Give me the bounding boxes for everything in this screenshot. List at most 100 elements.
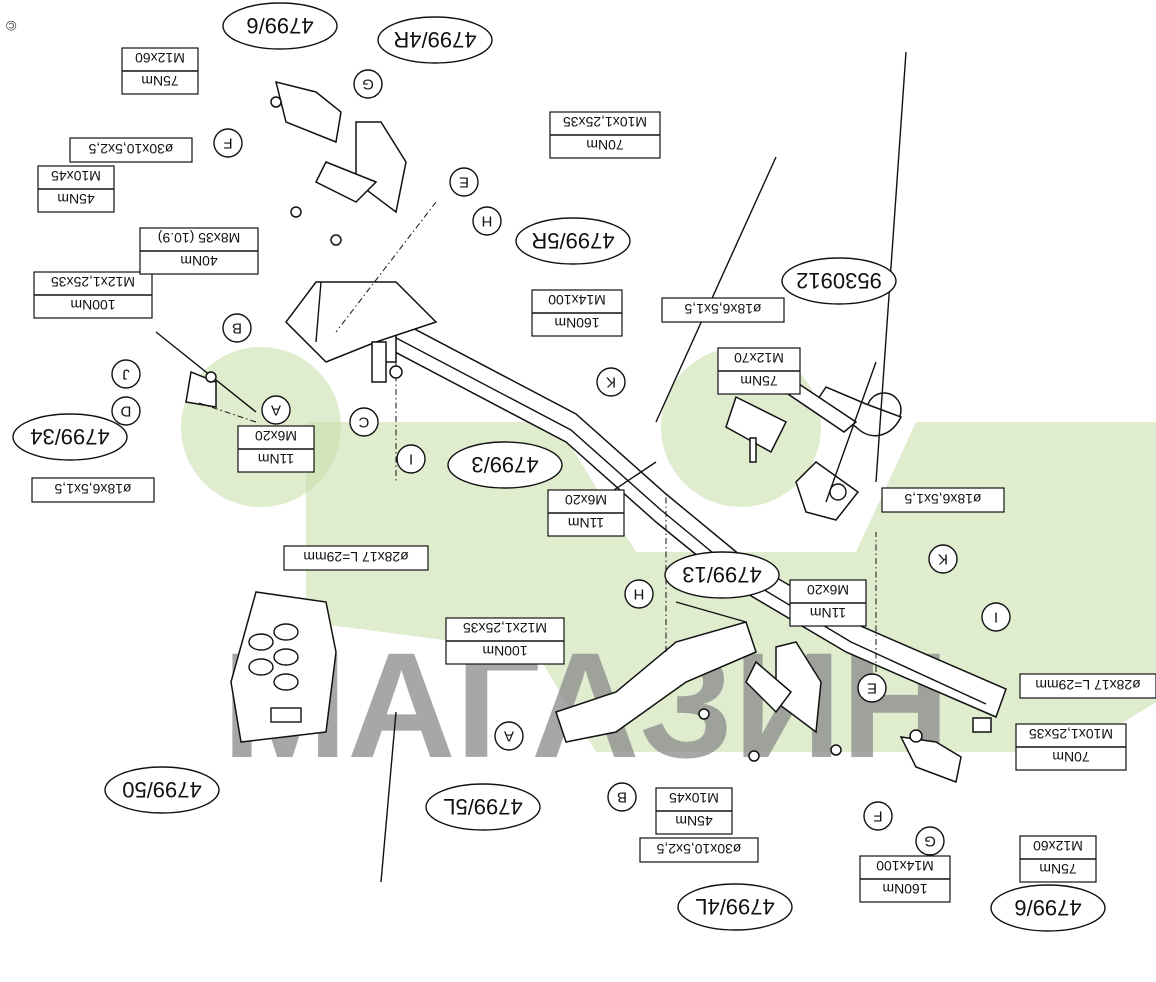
spec-r-m10x45: 45Nm M10x45 — [37, 165, 115, 213]
svg-text:I: I — [409, 451, 413, 468]
svg-text:M6x20: M6x20 — [255, 428, 297, 444]
svg-text:4799/5R: 4799/5R — [531, 228, 614, 253]
svg-text:4799/4R: 4799/4R — [393, 27, 476, 52]
svg-text:4799/4L: 4799/4L — [695, 894, 775, 919]
svg-text:75Nm: 75Nm — [740, 373, 777, 389]
spec-d-washer18: ø18x6,5x1,5 — [31, 477, 155, 503]
svg-text:4799/34: 4799/34 — [30, 424, 110, 449]
oval-9530912: 9530912 — [781, 257, 897, 305]
svg-text:ø28x17 L=29mm: ø28x17 L=29mm — [1035, 677, 1140, 693]
spec-d-m6x20: 11Nm M6x20 — [237, 425, 315, 473]
letter-G-right: G — [353, 69, 383, 99]
bracket-4799-4R — [314, 121, 407, 214]
svg-text:H: H — [482, 213, 493, 230]
svg-text:M8x35 (10.9): M8x35 (10.9) — [158, 230, 240, 246]
svg-text:40Nm: 40Nm — [180, 253, 217, 269]
oval-4799-6-a: 4799/6 — [990, 884, 1106, 932]
letter-B-right: B — [222, 313, 252, 343]
svg-text:F: F — [223, 135, 232, 152]
centerline-4 — [335, 201, 437, 333]
spec-r-washer18: ø18x6,5x1,5 — [661, 297, 785, 323]
letter-G-left: G — [915, 826, 945, 856]
letter-F-left: F — [863, 801, 893, 831]
svg-text:100Nm: 100Nm — [70, 297, 115, 313]
svg-text:E: E — [867, 680, 877, 697]
fastener-bag-4799-50 — [230, 591, 337, 743]
svg-text:D: D — [120, 403, 131, 420]
svg-text:45Nm: 45Nm — [57, 191, 94, 207]
svg-text:11Nm: 11Nm — [568, 515, 604, 531]
svg-text:9530912: 9530912 — [796, 268, 882, 293]
oval-4799-5R: 4799/5R — [515, 217, 631, 265]
svg-text:ø18x6,5x1,5: ø18x6,5x1,5 — [54, 481, 131, 497]
svg-text:B: B — [617, 789, 627, 806]
svg-text:H: H — [634, 586, 645, 603]
spec-l-m10x125: 70Nm M10x1,25x35 — [1015, 723, 1127, 771]
svg-text:M10x1,25x35: M10x1,25x35 — [563, 114, 647, 130]
svg-text:4799/6: 4799/6 — [1014, 895, 1081, 920]
svg-text:4799/50: 4799/50 — [122, 777, 202, 802]
oval-4799-5L: 4799/5L — [425, 783, 541, 831]
svg-text:A: A — [271, 402, 281, 419]
letter-C: C — [349, 407, 379, 437]
letter-E-left: E — [857, 673, 887, 703]
svg-text:75Nm: 75Nm — [141, 73, 178, 89]
spec-r-washer30: ø30x10,5x2,5 — [69, 137, 193, 163]
svg-text:M12x70: M12x70 — [734, 350, 784, 366]
letter-H-left: H — [624, 579, 654, 609]
letter-A-right: A — [261, 395, 291, 425]
spec-r-m14x100: 160Nm M14x100 — [531, 289, 623, 337]
svg-text:G: G — [362, 76, 374, 93]
svg-text:C: C — [358, 414, 369, 431]
svg-text:11Nm: 11Nm — [810, 605, 846, 621]
spec-l-washer30: ø30x10,5x2,5 — [639, 837, 759, 863]
svg-text:ø18x6,5x1,5: ø18x6,5x1,5 — [684, 301, 761, 317]
spec-r-m10x125: 70Nm M10x1,25x35 — [549, 111, 661, 159]
spec-r-m8x35: 40Nm M8x35 (10.9) — [139, 227, 259, 275]
svg-text:M14x100: M14x100 — [876, 858, 934, 874]
svg-text:K: K — [606, 374, 616, 391]
bracket-4799-4L — [745, 641, 822, 734]
svg-text:ø30x10,5x2,5: ø30x10,5x2,5 — [88, 141, 173, 157]
svg-text:E: E — [459, 174, 469, 191]
svg-text:70Nm: 70Nm — [586, 137, 623, 153]
letter-F-right: F — [213, 128, 243, 158]
spec-m12x70: 75Nm M12x70 — [717, 347, 801, 395]
spec-r-m12x125: 100Nm M12x1,25x35 — [33, 271, 153, 319]
svg-text:I: I — [994, 609, 998, 626]
oval-4799-6-b: 4799/6 — [222, 2, 338, 50]
spec-r-m12x60: 75Nm M12x60 — [121, 47, 199, 95]
spec-l-m14x100: 160Nm M14x100 — [859, 855, 951, 903]
svg-text:J: J — [122, 366, 130, 383]
bracket-4799-5L — [555, 601, 757, 743]
svg-text:M12x60: M12x60 — [135, 50, 185, 66]
letter-E-right: E — [449, 167, 479, 197]
svg-text:11Nm: 11Nm — [258, 451, 294, 467]
svg-text:4799/6: 4799/6 — [246, 13, 313, 38]
socket-plate-4799-13 — [725, 395, 860, 521]
letter-B-left: B — [607, 782, 637, 812]
oval-4799-4R: 4799/4R — [377, 16, 493, 64]
svg-text:160Nm: 160Nm — [882, 881, 927, 897]
svg-text:M12x1,25x35: M12x1,25x35 — [463, 620, 547, 636]
svg-text:M6x20: M6x20 — [565, 492, 607, 508]
letter-J: J — [111, 359, 141, 389]
oval-4799-50: 4799/50 — [104, 766, 220, 814]
svg-text:A: A — [504, 728, 514, 745]
letter-I-right: I — [396, 444, 426, 474]
svg-text:4799/3: 4799/3 — [471, 452, 538, 477]
oval-4799-34: 4799/34 — [12, 413, 128, 461]
svg-text:M12x1,25x35: M12x1,25x35 — [51, 274, 135, 290]
letter-I-left: I — [981, 602, 1011, 632]
spec-c-m6x20: 11Nm M6x20 — [547, 489, 625, 537]
svg-text:70Nm: 70Nm — [1052, 749, 1089, 765]
svg-text:M10x45: M10x45 — [669, 790, 719, 806]
svg-text:M10x45: M10x45 — [51, 168, 101, 184]
svg-text:M10x1,25x35: M10x1,25x35 — [1029, 726, 1113, 742]
spec-c-washer18: ø18x6,5x1,5 — [881, 487, 1005, 513]
letter-H-right: H — [472, 206, 502, 236]
oval-4799-4L: 4799/4L — [677, 883, 793, 931]
centerline-5 — [195, 401, 257, 423]
